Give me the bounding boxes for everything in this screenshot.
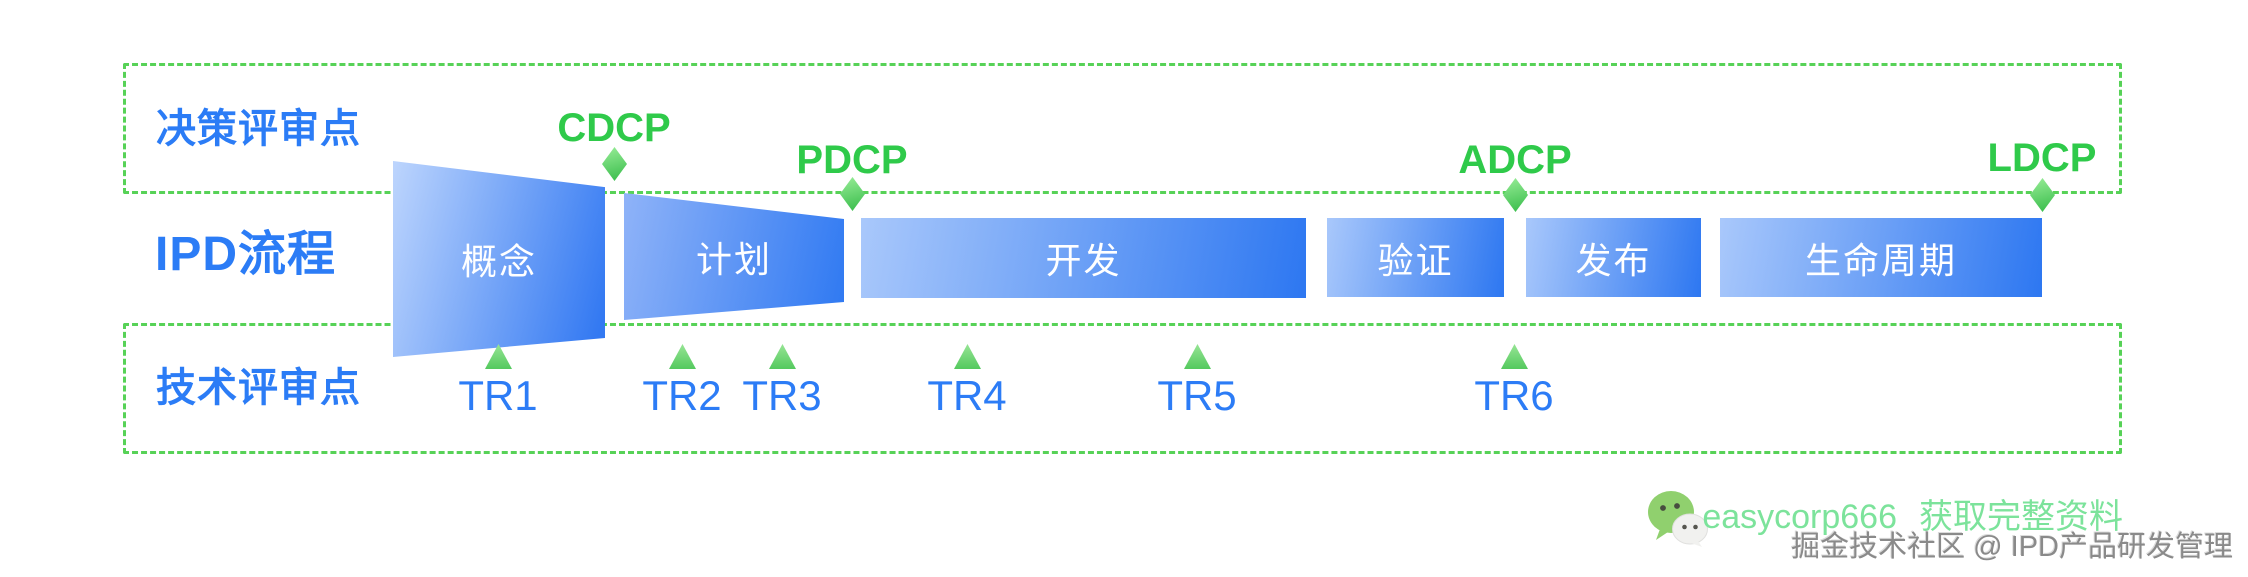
tech-point-tr3-label: TR3 [742, 372, 822, 419]
decision-point-adcp-label: ADCP [1458, 138, 1572, 182]
watermark-wechat-line: easycorp666 获取完整资料 [1702, 499, 2123, 535]
phase-development-label: 开发 [1045, 240, 1122, 281]
phase-concept-label: 概念 [460, 241, 537, 282]
watermark-wechat-id: easycorp666 [1702, 498, 1897, 536]
decision-point-ldcp-label: LDCP [1987, 136, 2097, 180]
tech-review-box [123, 323, 2122, 454]
phase-lifecycle: 生命周期 [1720, 218, 2042, 297]
phase-concept: 概念 [393, 161, 605, 357]
tech-point-tr5-label: TR5 [1157, 372, 1237, 419]
phase-lifecycle-label: 生命周期 [1804, 239, 1957, 281]
process-row-label: IPD流程 [155, 228, 337, 281]
decision-review-box [123, 63, 2122, 194]
wechat-icon [1648, 491, 1708, 547]
phase-plan-label: 计划 [695, 238, 772, 280]
phase-release: 发布 [1526, 218, 1701, 297]
tech-point-tr4-label: TR4 [927, 372, 1007, 419]
phase-verification: 验证 [1327, 218, 1504, 297]
phase-plan: 计划 [624, 193, 844, 320]
phase-development: 开发 [861, 218, 1306, 298]
decision-point-pdcp-label: PDCP [796, 138, 908, 182]
tech-point-tr1-label: TR1 [458, 372, 538, 419]
phase-release-label: 发布 [1575, 239, 1652, 281]
watermark-cta: 获取完整资料 [1919, 498, 2123, 536]
tech-row-label: 技术评审点 [156, 366, 361, 410]
decision-row-label: 决策评审点 [156, 107, 361, 151]
decision-point-cdcp-label: CDCP [557, 106, 671, 150]
phase-verification-label: 验证 [1377, 239, 1454, 281]
tech-point-tr2-label: TR2 [642, 372, 722, 419]
tech-point-tr6-label: TR6 [1474, 372, 1554, 419]
watermark-credit: 掘金技术社区 @ IPD产品研发管理 [1791, 531, 2233, 563]
